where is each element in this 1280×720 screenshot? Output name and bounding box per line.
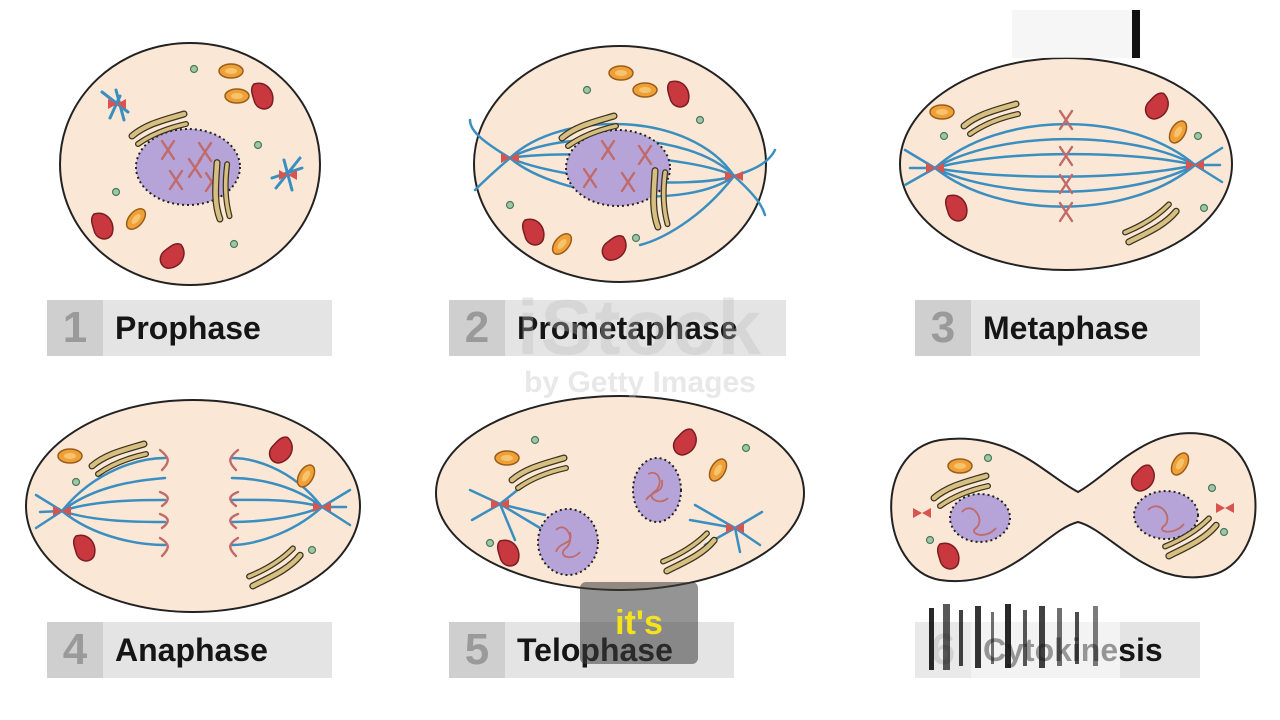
cell-cytokinesis <box>890 432 1257 583</box>
stage-name: Metaphase <box>983 309 1149 346</box>
cell-prometaphase <box>468 45 777 283</box>
cell-prophase <box>59 42 321 286</box>
stage-label-prometaphase: 2 Prometaphase <box>449 300 786 356</box>
stage-number: 1 <box>47 300 103 356</box>
cell-anaphase <box>25 399 361 613</box>
caption-text: it's <box>615 603 663 642</box>
video-glitch-overlay <box>915 600 1120 678</box>
stage-number: 2 <box>449 300 505 356</box>
nucleus <box>565 129 671 207</box>
video-glitch-overlay <box>1012 10 1140 58</box>
stage-number: 5 <box>449 622 505 678</box>
stage-name: Prophase <box>115 309 261 346</box>
cell-metaphase <box>899 57 1233 271</box>
stage-name: Anaphase <box>115 631 268 668</box>
stage-label-anaphase: 4 Anaphase <box>47 622 332 678</box>
subtitle-caption: it's <box>580 582 698 664</box>
cell-telophase <box>435 395 805 591</box>
stage-label-prophase: 1 Prophase <box>47 300 332 356</box>
stage-label-metaphase: 3 Metaphase <box>915 300 1200 356</box>
stage-name: Prometaphase <box>517 309 738 346</box>
stage-number: 4 <box>47 622 103 678</box>
stage-number: 3 <box>915 300 971 356</box>
